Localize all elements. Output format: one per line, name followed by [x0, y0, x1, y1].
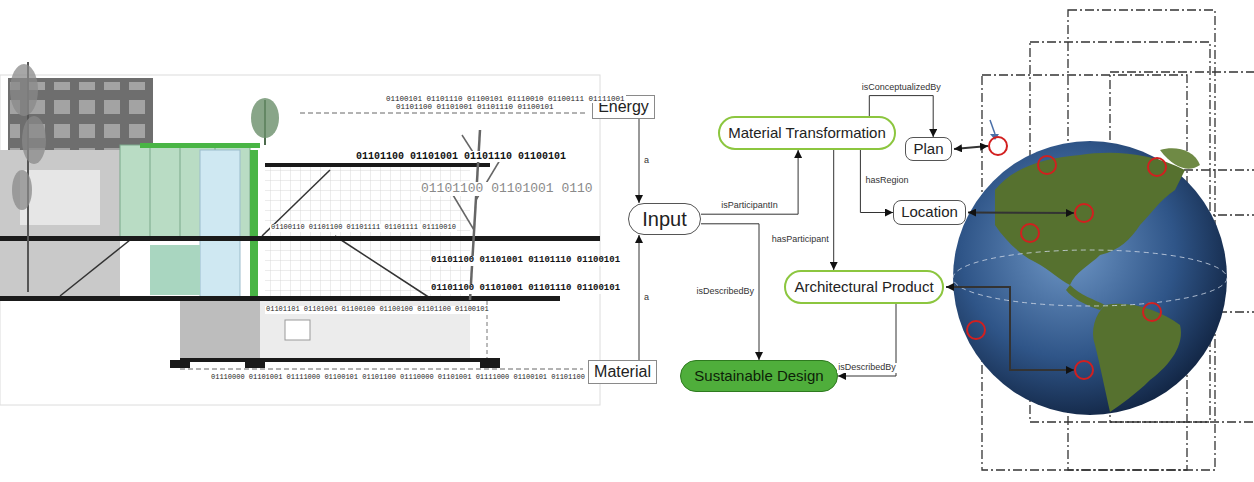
- art-part: [150, 145, 151, 237]
- binary-text: 01100110 01101100 01101111 01101111 0111…: [270, 224, 457, 232]
- art-part: [265, 163, 490, 167]
- art-part: [180, 301, 260, 359]
- art-part: [250, 150, 258, 300]
- node-text: Location: [901, 204, 958, 221]
- art-part: [150, 245, 200, 295]
- binary-text: 01101100 01101001 01101110 01100101: [355, 151, 567, 162]
- art-part: [245, 360, 265, 368]
- art-part: [953, 250, 1227, 306]
- relation-arrow: [639, 119, 640, 203]
- art-part: [0, 236, 600, 241]
- art-part: [10, 64, 38, 116]
- art-part: [20, 170, 100, 225]
- node-text: Sustainable Design: [694, 368, 823, 385]
- art-part: [953, 141, 1227, 415]
- binary-text: 01101101 01101001 01100100 01100100 0110…: [265, 306, 490, 314]
- goal-ellipse: Sustainable Design: [680, 360, 838, 392]
- location-markers: [967, 137, 1166, 379]
- art-part: [990, 120, 995, 134]
- relation-label: isDescribedBy: [695, 287, 755, 297]
- art-part: [180, 358, 500, 362]
- binary-text: 01100101 01101110 01100101 01110010 0110…: [385, 95, 626, 103]
- node-text: Material Transformation: [728, 125, 886, 142]
- art-part: [335, 236, 430, 298]
- art-part: [480, 360, 500, 368]
- location-box: Location: [893, 200, 966, 225]
- art-part: [0, 150, 120, 300]
- relation-arrow: [833, 150, 834, 270]
- art-part: [989, 137, 1007, 155]
- art-part: [1075, 361, 1093, 379]
- globe: [953, 120, 1227, 415]
- art-part: [1148, 158, 1166, 176]
- art-part: [60, 240, 130, 296]
- binary-text: 01101100 01101001 01101110 01100101: [430, 284, 621, 294]
- binary-text: 01110000 01101001 01111000 01100101 0110…: [210, 374, 586, 382]
- input-ellipse: Input: [628, 203, 701, 235]
- art-part: [251, 98, 279, 138]
- art-part: [170, 360, 190, 368]
- building-section: [0, 62, 600, 405]
- relation-arrow: [838, 304, 896, 376]
- art-part: [300, 113, 586, 114]
- art-part: [12, 170, 32, 210]
- node-text: Input: [642, 208, 686, 230]
- relation-arrow: [639, 235, 640, 360]
- art-part: [1143, 303, 1161, 321]
- art-part: [967, 321, 985, 339]
- relation-label: a: [643, 156, 650, 166]
- art-part: [1093, 304, 1181, 412]
- plan-box: Plan: [905, 137, 952, 161]
- art-part: [200, 150, 240, 300]
- globe-leader: [968, 212, 1074, 215]
- art-part: [285, 320, 310, 340]
- binary-text: 01101100 01101001 0110: [420, 182, 594, 196]
- art-part: [22, 116, 46, 164]
- relation-label: isParticipantIn: [720, 201, 779, 211]
- globe-leader: [946, 287, 1074, 370]
- binary-text: 01101100 01101001 01101110 01100101: [395, 103, 555, 111]
- art-part: [1021, 224, 1039, 242]
- relation-label: isConceptualizedBy: [861, 83, 942, 93]
- art-part: [180, 145, 181, 237]
- relation-label: hasParticipant: [771, 235, 830, 245]
- relation-label: a: [643, 293, 650, 303]
- node-text: Plan: [913, 141, 943, 158]
- art-part: [0, 75, 600, 405]
- art-part: [1075, 204, 1093, 222]
- relation-label: isDescribedBy: [837, 363, 897, 373]
- node-text: Material: [594, 363, 651, 381]
- relation-label: hasRegion: [864, 176, 909, 186]
- relation-arrow: [701, 150, 798, 214]
- art-part: [1038, 156, 1056, 174]
- concept-ellipse: Material Transformation: [718, 116, 896, 150]
- node-text: Architectural Product: [794, 279, 933, 296]
- globe-leader: [954, 146, 988, 149]
- art-part: [180, 369, 583, 370]
- art-part: [140, 143, 260, 148]
- material-box: Material: [588, 360, 657, 384]
- art-part: [995, 153, 1185, 285]
- concept-ellipse: Architectural Product: [784, 270, 944, 304]
- art-part: [0, 296, 560, 301]
- binary-text: 01101100 01101001 01101110 01100101: [430, 256, 621, 266]
